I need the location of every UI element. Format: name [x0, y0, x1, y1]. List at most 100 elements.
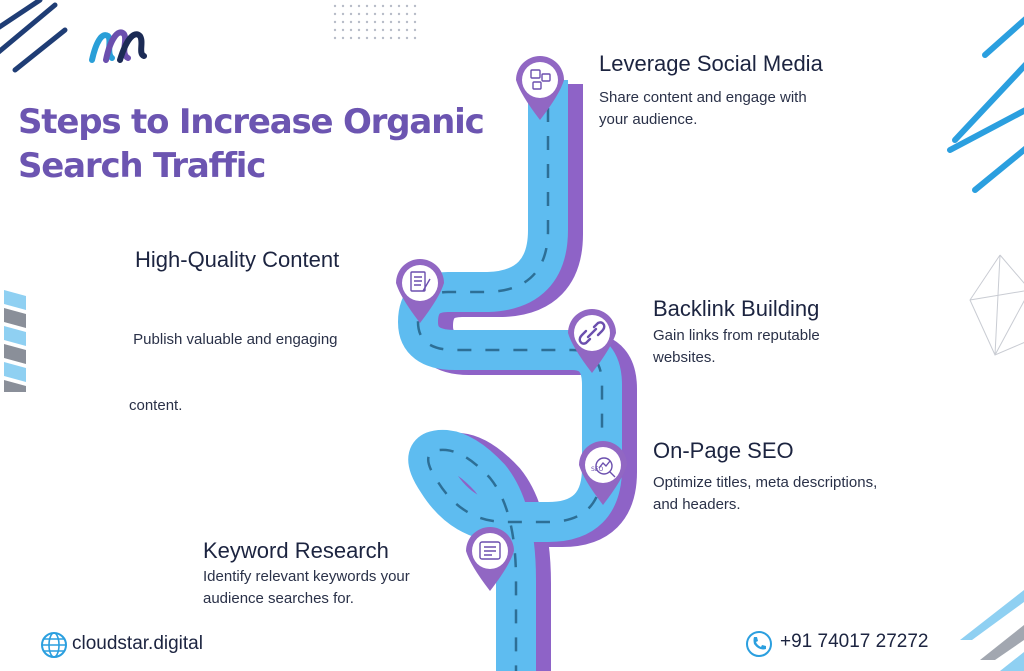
page-title: Steps to Increase Organic Search Traffic	[18, 100, 485, 188]
pin-content	[396, 259, 444, 323]
right-scribble	[947, 16, 1024, 193]
bottom-right-stripes	[960, 590, 1024, 671]
step-title-social-media: Leverage Social Media	[599, 51, 823, 76]
dot	[341, 20, 345, 24]
dot	[365, 4, 369, 8]
step-desc-social-media: Share content and engage with your audie…	[599, 87, 807, 131]
desc-line: your audience.	[599, 111, 698, 128]
dot	[397, 12, 401, 16]
desc-line: and headers.	[653, 496, 741, 513]
dot	[381, 36, 385, 40]
step-title-backlink: Backlink Building	[653, 296, 820, 321]
desc-line: Optimize titles, meta descriptions,	[653, 474, 878, 491]
dot	[373, 28, 377, 32]
dot	[333, 28, 337, 32]
dot	[413, 28, 417, 32]
pin-social-media	[516, 56, 564, 120]
dot	[397, 28, 401, 32]
step-desc-backlink: Gain links from reputable websites.	[653, 325, 820, 369]
dot	[389, 36, 393, 40]
dot	[357, 28, 361, 32]
dot	[397, 20, 401, 24]
dot	[381, 28, 385, 32]
dot	[333, 12, 337, 16]
top-left-scribble	[0, 0, 68, 73]
dot	[405, 36, 409, 40]
dot	[357, 36, 361, 40]
step-desc-content: Publish valuable and engaging content.	[129, 285, 338, 461]
keyword-list-icon	[479, 541, 501, 560]
dot-grid	[333, 4, 417, 40]
dot	[333, 20, 337, 24]
dot	[349, 12, 353, 16]
dot	[389, 12, 393, 16]
dot	[413, 12, 417, 16]
dot	[405, 28, 409, 32]
wireframe-polygon	[969, 254, 1024, 356]
step-title-onpage-seo: On-Page SEO	[653, 438, 794, 463]
dot	[381, 4, 385, 8]
dot	[413, 4, 417, 8]
step-desc-keyword: Identify relevant keywords your audience…	[203, 566, 410, 610]
dot	[349, 36, 353, 40]
desc-line: Publish valuable and engaging	[129, 331, 338, 348]
seo-magnifier-icon: SEO	[591, 457, 616, 478]
phone-number[interactable]: +91 74017 27272	[780, 631, 929, 652]
pin-backlink	[568, 309, 616, 373]
dot	[365, 20, 369, 24]
dot	[373, 20, 377, 24]
desc-line: audience searches for.	[203, 590, 354, 607]
pin-onpage-seo: SEO	[579, 441, 627, 505]
dot	[397, 4, 401, 8]
step-desc-onpage-seo: Optimize titles, meta descriptions, and …	[653, 472, 877, 516]
dot	[357, 4, 361, 8]
dot	[405, 20, 409, 24]
dot	[333, 4, 337, 8]
dot	[397, 36, 401, 40]
dot	[381, 20, 385, 24]
dot	[357, 12, 361, 16]
pin-keyword	[466, 527, 514, 591]
phone-icon	[746, 631, 772, 657]
dot	[373, 4, 377, 8]
dot	[405, 12, 409, 16]
dot	[333, 36, 337, 40]
dot	[365, 28, 369, 32]
dot	[365, 36, 369, 40]
dot	[389, 4, 393, 8]
dot	[341, 36, 345, 40]
left-stripes	[4, 290, 26, 392]
content-document-icon	[410, 271, 431, 292]
step-title-keyword: Keyword Research	[203, 538, 389, 563]
dot	[413, 36, 417, 40]
dot	[341, 12, 345, 16]
dot	[349, 4, 353, 8]
svg-text:SEO: SEO	[591, 466, 604, 473]
website-link[interactable]: cloudstar.digital	[72, 633, 203, 654]
link-chain-icon	[578, 321, 606, 345]
title-line-1: Steps to Increase Organic	[18, 102, 485, 142]
dot	[413, 20, 417, 24]
brand-logo	[89, 29, 147, 63]
desc-line: Gain links from reputable	[653, 327, 820, 344]
social-media-icon	[530, 69, 551, 90]
dot	[357, 20, 361, 24]
dot	[389, 28, 393, 32]
dot	[349, 20, 353, 24]
dot	[373, 12, 377, 16]
dot	[373, 36, 377, 40]
dot	[341, 4, 345, 8]
step-title-content: High-Quality Content	[135, 247, 340, 272]
title-line-2: Search Traffic	[18, 146, 266, 186]
desc-line: Identify relevant keywords your	[203, 568, 410, 585]
dot	[365, 12, 369, 16]
dot	[405, 4, 409, 8]
desc-line: content.	[129, 397, 183, 414]
desc-line: websites.	[653, 349, 716, 366]
dot	[389, 20, 393, 24]
dot	[341, 28, 345, 32]
dot	[349, 28, 353, 32]
